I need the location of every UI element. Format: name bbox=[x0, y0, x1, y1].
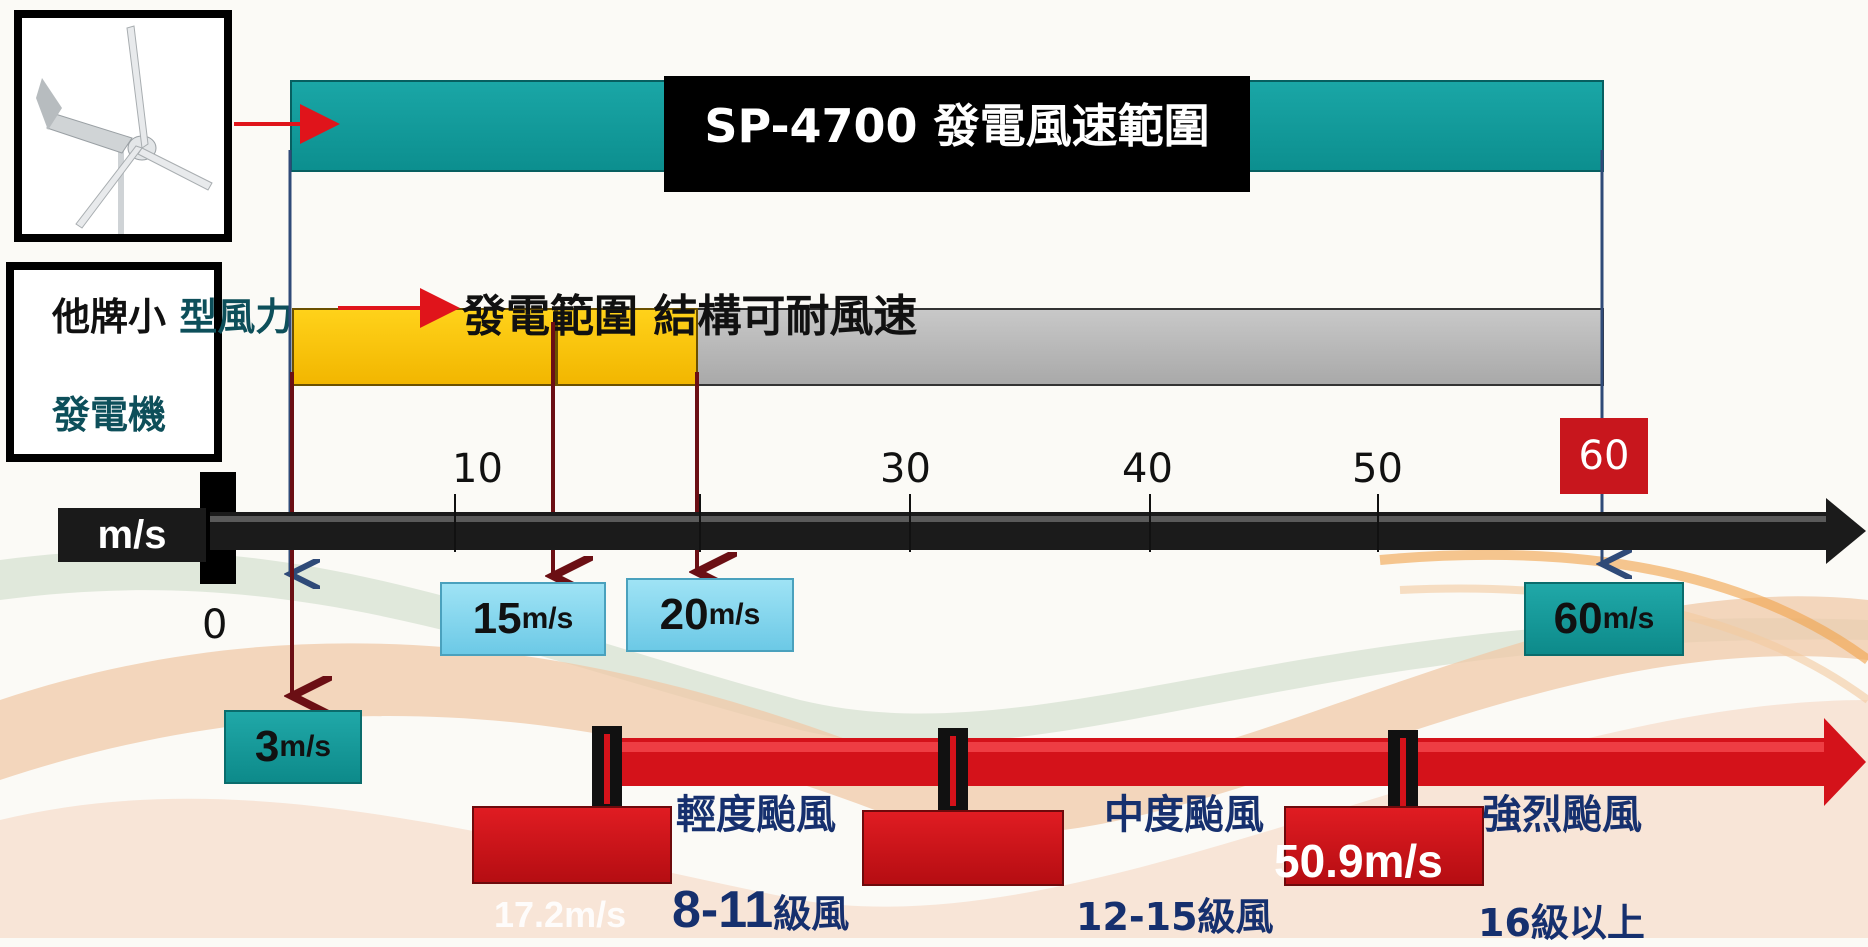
typhoon-marker-medium bbox=[862, 810, 1064, 886]
axis-unit-label: m/s bbox=[58, 508, 206, 562]
other-brand-label-line2: 發電機 bbox=[52, 393, 167, 437]
typhoon-marker-light bbox=[472, 806, 672, 884]
typhoon-marker-strong bbox=[1284, 806, 1484, 886]
other-brand-label-line1: 他牌小 型風力 bbox=[52, 295, 294, 339]
tick-label: 50 bbox=[1352, 446, 1403, 492]
tick-label: 0 bbox=[202, 602, 228, 648]
axis-arrowhead bbox=[1826, 498, 1866, 564]
turbine-image bbox=[14, 10, 232, 242]
typhoon-light-scale: 8-11級風 bbox=[672, 881, 850, 939]
typhoon-strong-scale: 16級以上 bbox=[1478, 901, 1645, 945]
typhoon-light-speed: 17.2m/s bbox=[494, 894, 627, 935]
typhoon-strong-label: 強烈颱風 bbox=[1482, 792, 1642, 838]
generation-range-label: 發電範圍 結構可耐風速 bbox=[462, 291, 918, 342]
page-title: SP-4700 發電風速範圍 bbox=[664, 76, 1250, 192]
max-tick-marker: 60 bbox=[1560, 418, 1648, 494]
wind-turbine-icon bbox=[36, 25, 213, 234]
typhoon-medium-scale: 12-15級風 bbox=[1076, 895, 1274, 939]
generation-range-bar-b bbox=[556, 308, 698, 386]
typhoon-strong-speed: 50.9m/s bbox=[1274, 835, 1443, 887]
tick-label: 40 bbox=[1122, 446, 1173, 492]
typhoon-medium-label: 中度颱風 bbox=[1104, 792, 1264, 838]
tick-label: 30 bbox=[880, 446, 931, 492]
typhoon-light-label: 輕度颱風 bbox=[676, 792, 836, 838]
tick-label: 10 bbox=[452, 446, 503, 492]
other-brand-box bbox=[6, 262, 222, 462]
